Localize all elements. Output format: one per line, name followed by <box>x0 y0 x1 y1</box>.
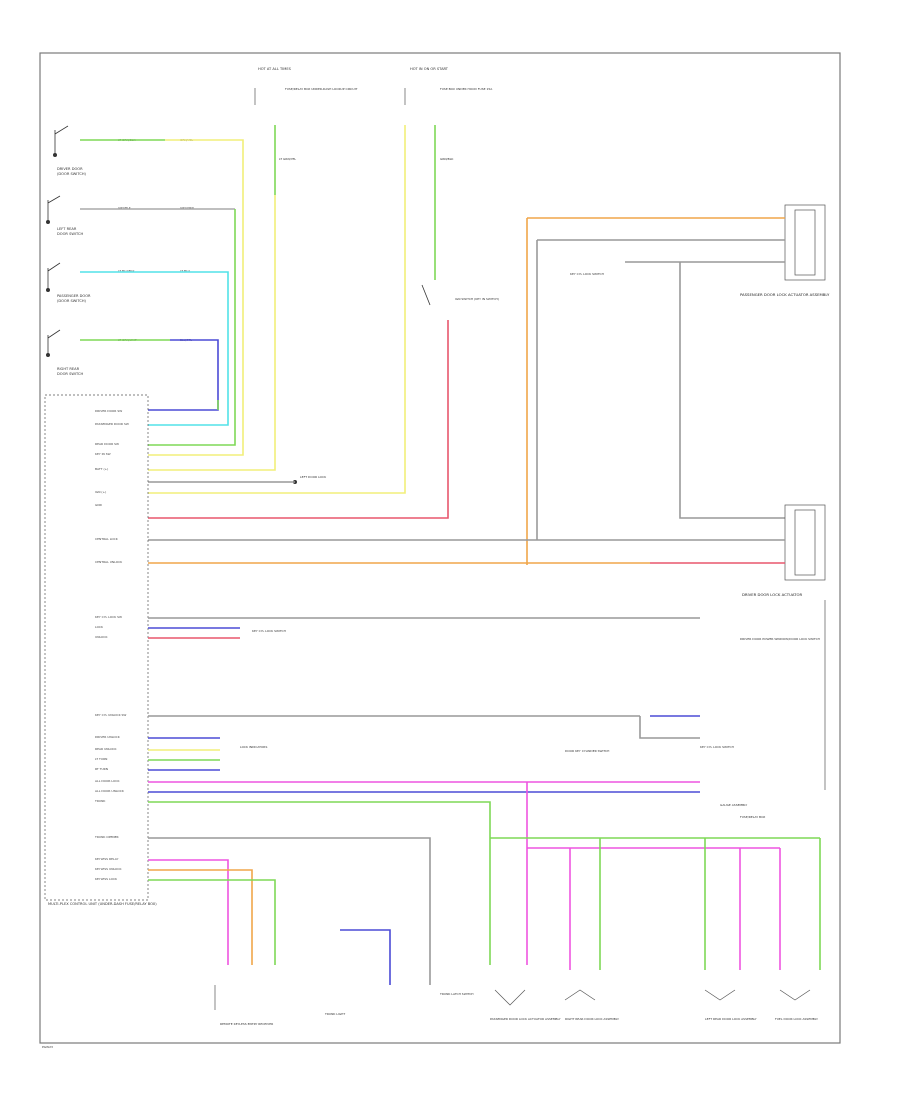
module-pin-24: KEYLESS LOCK <box>95 877 118 881</box>
switch-wires <box>80 139 244 456</box>
right-rear-switch-label: RIGHT REAR <box>57 367 80 371</box>
bottom-wires <box>148 837 821 985</box>
page-ref: PGW23 <box>42 1045 53 1049</box>
multiplex-control-unit: MULTI-PLEX CONTROL UNIT (UNDER-DASH FUSE… <box>44 394 157 906</box>
passenger-door-lock-actuator: PASSENGER DOOR LOCK ACTUATOR ASSEMBLY KE… <box>526 204 830 565</box>
trunk-switch-label: TRUNK LATCH SWITCH <box>439 992 474 996</box>
module-pin-17: RT TURN <box>95 767 108 771</box>
left-door-label: LEFT DOOR LOCK <box>300 475 327 479</box>
module-pin-18: ALL DOOR LOCK <box>95 779 120 783</box>
pass-key-label: KEY CYL LOCK SWITCH <box>570 272 604 276</box>
trunk-light-label: TRUNK LIGHT <box>324 1012 345 1016</box>
passenger-door-wire-color-2: LT BLU <box>180 269 190 273</box>
key-unlock-switch-label: DOOR KEY CYLINDER SWITCH <box>565 749 609 753</box>
driver-lock-motor-label: DRIVER DOOR LOCK ACTUATOR <box>742 592 802 597</box>
indicator-wires: LOCK INDICATORS GAUGE ASSEMBLY FUSE/RELA… <box>148 737 765 965</box>
top-ref-2-text: FUSE BOX UNDER HOOD FUSE 15A <box>440 87 493 91</box>
module-pin-10: KEY CYL LOCK SW <box>95 615 122 619</box>
module-pin-12: UNLOCK <box>95 635 108 639</box>
fuel-door-actuator-label: FUEL DOOR LOCK ASSEMBLY <box>775 1017 818 1021</box>
top-ref-2: HOT IN ON OR START FUSE BOX UNDER HOOD F… <box>148 67 499 519</box>
module-pin-22: KEYLESS RELAY <box>95 857 119 861</box>
driver-switch-ref-label: KEY CYL LOCK SWITCH <box>700 745 734 749</box>
module-pin-13: KEY CYL UNLOCK SW <box>95 713 126 717</box>
module-pin-6: IGN (+) <box>95 490 106 494</box>
module-pin-1: DRIVER DOOR SW <box>95 409 122 413</box>
module-pin-3: REAR DOOR SW <box>95 442 119 446</box>
left-rear-wire-color-2: GRY/ORN <box>180 206 194 210</box>
key-lock-switch-label: KEY CYL LOCK SWITCH <box>252 629 286 633</box>
module-pin-8: CENTRAL LOCK <box>95 537 119 541</box>
module-pin-4: KEY IN SW <box>95 452 111 456</box>
passenger-door-switch-label: PASSENGER DOOR <box>57 294 91 298</box>
driver-door-switch-icon <box>53 125 69 157</box>
fuse-box-ref-label: FUSE/RELAY BOX <box>740 815 765 819</box>
left-rear-door-switch-icon <box>46 195 61 224</box>
module-pin-7: GND <box>95 503 103 507</box>
module-pin-23: KEYLESS UNLOCK <box>95 867 122 871</box>
pass-door-actuator-label: PASSENGER DOOR LOCK ACTUATOR ASSEMBLY <box>490 1017 561 1021</box>
diagram-frame <box>39 52 841 1044</box>
rr-door-actuator-label: RIGHT REAR DOOR LOCK ASSEMBLY <box>565 1017 619 1021</box>
driver-door-switch-label: DRIVER DOOR <box>57 167 83 171</box>
module-pin-20: TRUNK <box>94 799 106 803</box>
remote-lock-relay-label: REMOTE KEYLESS ENTRY RECEIVER <box>220 1022 273 1026</box>
module-pin-16: LT TURN <box>95 757 107 761</box>
left-rear-switch-label: LEFT REAR <box>57 227 77 231</box>
left-rear-switch-sub: DOOR SWITCH <box>57 232 83 236</box>
module-pin-14: DRIVER UNLOCK <box>95 735 121 739</box>
key-cylinder-section: KEY CYL LOCK SWITCH DOOR KEY CYLINDER SW… <box>148 600 826 790</box>
module-pin-2: PASSENGER DOOR SW <box>95 422 129 426</box>
lock-indicators-label: LOCK INDICATORS <box>240 745 267 749</box>
passenger-door-switch-sub: (DOOR SWITCH) <box>57 299 87 303</box>
module-pin-19: ALL DOOR UNLOCK <box>95 789 125 793</box>
driver-door-lock-actuator: DRIVER DOOR LOCK ACTUATOR <box>148 504 826 597</box>
module-pin-21: TRUNK OPENER <box>94 835 119 839</box>
top-ref-1-wire: LT GRN/YEL <box>279 157 296 161</box>
lr-door-actuator-label: LEFT REAR DOOR LOCK ASSEMBLY <box>705 1017 757 1021</box>
left-door-lock-ref: LEFT DOOR LOCK <box>148 475 327 484</box>
driver-door-switch-sub: (DOOR SWITCH) <box>57 172 87 176</box>
module-pin-5: BATT (+) <box>95 467 108 471</box>
module-pin-11: LOCK <box>95 625 104 629</box>
module-pin-9: CENTRAL UNLOCK <box>95 560 123 564</box>
pass-lock-motor-label: PASSENGER DOOR LOCK ACTUATOR ASSEMBLY <box>740 292 830 297</box>
module-pin-15: REAR UNLOCK <box>95 747 118 751</box>
top-ref-1-title: HOT AT ALL TIMES <box>258 67 292 71</box>
gauge-light-label: GAUGE ASSEMBLY <box>720 803 747 807</box>
top-ref-2-title: HOT IN ON OR START <box>410 67 449 71</box>
top-ref-1-text: FUSE/RELAY BOX UNDER-DASH LOOKUP CIRCUIT <box>285 87 358 91</box>
ign-switch-label: IGN SWITCH (KEY IN SWITCH) <box>455 297 499 301</box>
passenger-door-switch-icon <box>46 262 61 292</box>
right-rear-switch-sub: DOOR SWITCH <box>57 372 83 376</box>
top-ref-1: HOT AT ALL TIMES FUSE/RELAY BOX UNDER-DA… <box>148 67 358 471</box>
bottom-components: REMOTE KEYLESS ENTRY RECEIVER TRUNK LIGH… <box>214 985 818 1026</box>
left-rear-wire-color: GRY/BLK <box>118 206 132 210</box>
module-label: MULTI-PLEX CONTROL UNIT (UNDER-DASH FUSE… <box>48 902 157 906</box>
passenger-door-wire-color: LT BLU/BLK <box>118 269 136 273</box>
right-rear-door-switch-icon <box>46 329 61 357</box>
driver-lock-sub-label: DRIVER DOOR POWER WINDOW/DOOR LOCK SWITC… <box>740 637 820 641</box>
top-ref-2-wire: GRN/BLK <box>440 157 454 161</box>
